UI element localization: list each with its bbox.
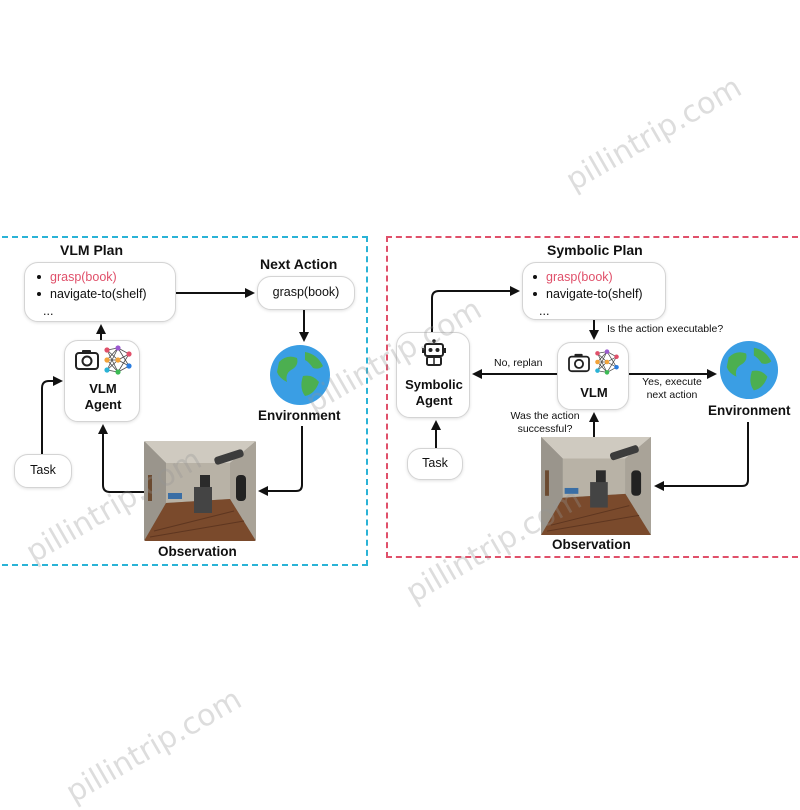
success-question: Was the action successful? [510, 410, 580, 435]
observation-image [540, 437, 652, 535]
plan-item: ... [43, 304, 54, 318]
arrow-environment-to-observation [258, 426, 303, 496]
vlm-box: VLM [557, 342, 629, 410]
vlm-label: VLM [580, 385, 608, 400]
observation-label: Observation [158, 544, 237, 559]
next-action-title: Next Action [260, 256, 338, 272]
arrow-observation-to-agent [98, 424, 144, 493]
earth-icon [719, 340, 779, 405]
task-label: Task [422, 456, 448, 470]
vlm-plan-box: grasp(book) navigate-to(shelf) ... [24, 262, 176, 322]
task-box: Task [14, 454, 72, 488]
environment-label: Environment [258, 408, 341, 423]
observation-label: Observation [552, 537, 631, 552]
symbolic-agent-box: Symbolic Agent [396, 332, 470, 418]
observation-image [144, 441, 256, 541]
arrow-environment-to-observation [654, 422, 749, 491]
plan-item: grasp(book) [33, 269, 175, 286]
earth-icon [269, 344, 331, 411]
arrow-task-to-agent [41, 376, 63, 454]
replan-label: No, replan [494, 357, 543, 369]
plan-item: navigate-to(shelf) [529, 286, 665, 303]
neural-network-icon [594, 349, 620, 380]
vlm-agent-label: VLM Agent [84, 381, 122, 412]
camera-icon [75, 349, 99, 376]
camera-icon [568, 353, 590, 378]
symbolic-panel [386, 236, 798, 558]
plan-item: grasp(book) [529, 269, 665, 286]
yes-execute-label: Yes, execute next action [642, 376, 702, 401]
symbolic-plan-box: grasp(book) navigate-to(shelf) ... [522, 262, 666, 320]
task-box: Task [407, 448, 463, 480]
arrow-agent-to-symbolic-plan [431, 286, 520, 332]
task-label: Task [30, 463, 56, 477]
next-action-box: grasp(book) [257, 276, 355, 310]
symbolic-agent-label: Symbolic Agent [405, 377, 463, 408]
next-action-value: grasp(book) [272, 285, 340, 299]
executable-question: Is the action executable? [607, 323, 724, 335]
symbolic-plan-title: Symbolic Plan [547, 242, 643, 258]
environment-label: Environment [708, 403, 791, 418]
plan-item: navigate-to(shelf) [33, 286, 175, 303]
robot-icon [421, 339, 447, 372]
vlm-agent-box: VLM Agent [64, 340, 140, 422]
vlm-plan-title: VLM Plan [60, 242, 124, 258]
neural-network-icon [103, 345, 133, 380]
plan-item: ... [539, 304, 550, 318]
vlm-panel [2, 236, 368, 566]
